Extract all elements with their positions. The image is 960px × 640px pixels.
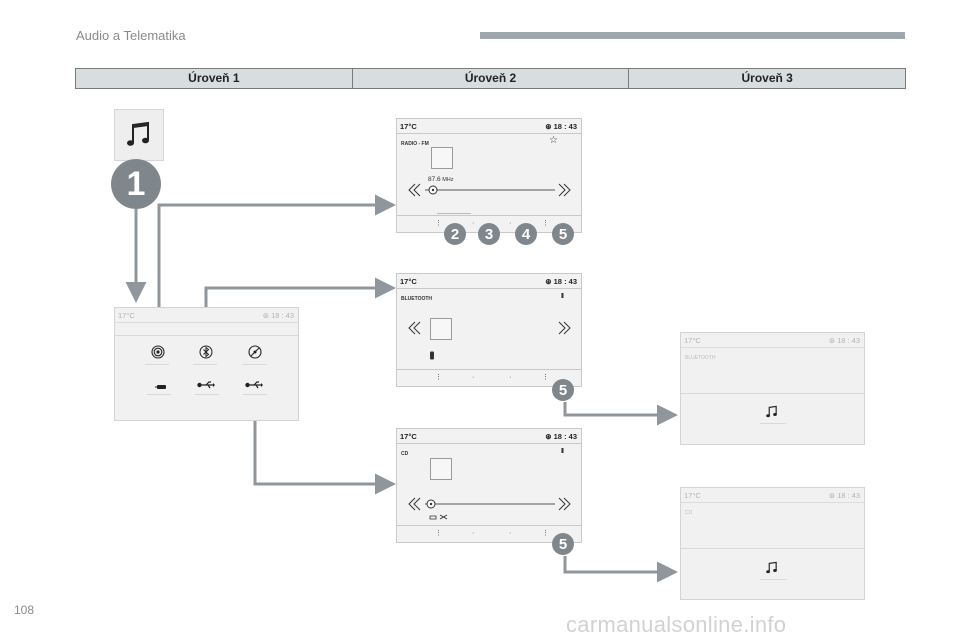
header-rule — [480, 32, 905, 39]
toolbar-item[interactable]: ⋮ — [542, 374, 549, 381]
status-temperature: 17°C — [400, 432, 417, 441]
source-label: CD — [685, 510, 693, 516]
toolbar-item[interactable]: ⋮ — [542, 220, 549, 227]
tuning-slider[interactable] — [407, 181, 573, 199]
status-temperature: 17°C — [400, 122, 417, 131]
seek-back-icon — [408, 183, 421, 197]
source-usb1-button[interactable] — [197, 377, 215, 395]
step-badge-5: 5 — [552, 379, 574, 401]
frequency-readout: 87.6 MHz — [428, 176, 454, 183]
star-icon[interactable]: ☆ — [549, 135, 558, 146]
music-list-button[interactable] — [766, 405, 778, 424]
music-note-icon — [127, 121, 149, 146]
step-badge-2: 2 — [444, 223, 466, 245]
track-artwork — [430, 458, 452, 480]
bottom-toolbar: ⋮ · · ⋮ — [397, 215, 581, 232]
bottom-toolbar: ⋮ · · ⋮ — [397, 525, 581, 542]
status-clock: ⊛ 18 : 43 — [828, 336, 860, 345]
cd-screen: 17°C ⊛ 18 : 43 CD II ⋮ · · ⋮ — [396, 428, 582, 543]
bluetooth-level3-screen: 17°C ⊛ 18 : 43 BLUETOOTH — [680, 332, 865, 445]
section-title: Audio a Telematika — [76, 28, 186, 43]
page-number: 108 — [14, 603, 35, 617]
cd-level3-screen: 17°C ⊛ 18 : 43 CD — [680, 487, 865, 600]
step-badge-5: 5 — [552, 533, 574, 555]
track-controls — [408, 321, 571, 335]
pause-button[interactable]: II — [561, 448, 564, 455]
toolbar-item[interactable]: · — [509, 374, 512, 381]
toolbar-item[interactable]: · — [472, 220, 475, 227]
usb-icon — [197, 381, 215, 389]
toolbar-item[interactable]: · — [472, 374, 475, 381]
toolbar-item[interactable]: ⋮ — [542, 530, 549, 537]
music-note-icon — [766, 561, 777, 574]
toolbar-item[interactable]: ⋮ — [435, 374, 442, 381]
seek-forward-icon — [558, 497, 571, 511]
usb-icon — [245, 381, 263, 389]
level-3-header: Úroveň 3 — [628, 69, 905, 88]
status-clock: ⊛ 18 : 43 — [545, 277, 577, 286]
toolbar-item[interactable]: · — [509, 220, 512, 227]
aux-jack-icon — [155, 385, 166, 389]
seek-back-icon — [408, 321, 421, 335]
status-clock: ⊛ 18 : 43 — [262, 311, 294, 320]
pause-button[interactable]: II — [561, 293, 564, 300]
radio-waves-icon — [151, 345, 165, 359]
status-clock: ⊛ 18 : 43 — [545, 432, 577, 441]
status-temperature: 17°C — [684, 491, 701, 500]
cd-disc-icon — [248, 345, 262, 359]
level-1-header: Úroveň 1 — [188, 71, 240, 85]
music-note-icon — [766, 405, 777, 418]
seek-forward-icon — [558, 321, 571, 335]
source-select-screen: 17°C ⊛ 18 : 43 — [114, 307, 299, 421]
arrow-cd-to-level3 — [563, 556, 678, 583]
seek-back-icon — [408, 497, 421, 511]
radio-screen: 17°C ⊛ 18 : 43 RADIO - FM ☆ 87.6 MHz ⋮ ·… — [396, 118, 582, 233]
toolbar-item[interactable]: ⋮ — [435, 220, 442, 227]
source-aux-button[interactable] — [155, 378, 167, 396]
toolbar-item[interactable]: · — [472, 530, 475, 537]
source-label: BLUETOOTH — [401, 296, 433, 302]
repeat-shuffle-icon[interactable] — [429, 513, 449, 521]
bottom-toolbar: ⋮ · · ⋮ — [397, 369, 581, 386]
toolbar-item[interactable]: · — [509, 530, 512, 537]
arrow-radio-to-radio — [157, 194, 396, 345]
track-artwork — [430, 318, 452, 340]
status-clock: ⊛ 18 : 43 — [545, 122, 577, 131]
music-menu-button[interactable] — [114, 109, 164, 161]
source-label: RADIO - FM — [401, 141, 429, 147]
source-label: BLUETOOTH — [685, 355, 716, 361]
step-badge-4: 4 — [515, 223, 537, 245]
status-temperature: 17°C — [400, 277, 417, 286]
bluetooth-icon — [199, 345, 213, 359]
arrow-bt-to-level3 — [563, 402, 678, 426]
toolbar-item[interactable]: ⋮ — [435, 530, 442, 537]
level-header-table: Úroveň 1 Úroveň 2 Úroveň 3 — [75, 68, 906, 89]
phone-icon — [430, 351, 434, 360]
station-artwork — [431, 147, 453, 169]
status-temperature: 17°C — [118, 311, 135, 320]
source-cd-button[interactable] — [248, 345, 262, 364]
source-bluetooth-button[interactable] — [199, 345, 213, 364]
status-clock: ⊛ 18 : 43 — [828, 491, 860, 500]
arrow-cd-to-cd — [253, 390, 396, 495]
source-label: CD — [401, 451, 409, 457]
step-badge-5: 5 — [552, 223, 574, 245]
level-2-header: Úroveň 2 — [351, 69, 629, 88]
bluetooth-screen: 17°C ⊛ 18 : 43 BLUETOOTH II ⋮ · · ⋮ — [396, 273, 582, 387]
track-slider[interactable] — [407, 495, 573, 513]
step-badge-3: 3 — [478, 223, 500, 245]
music-list-button[interactable] — [766, 561, 778, 580]
seek-forward-icon — [558, 183, 571, 197]
watermark: carmanualsonline.info — [566, 612, 787, 637]
source-radio-button[interactable] — [151, 345, 165, 364]
source-usb2-button[interactable] — [245, 377, 263, 395]
status-temperature: 17°C — [684, 336, 701, 345]
step-badge-1: 1 — [111, 159, 161, 209]
